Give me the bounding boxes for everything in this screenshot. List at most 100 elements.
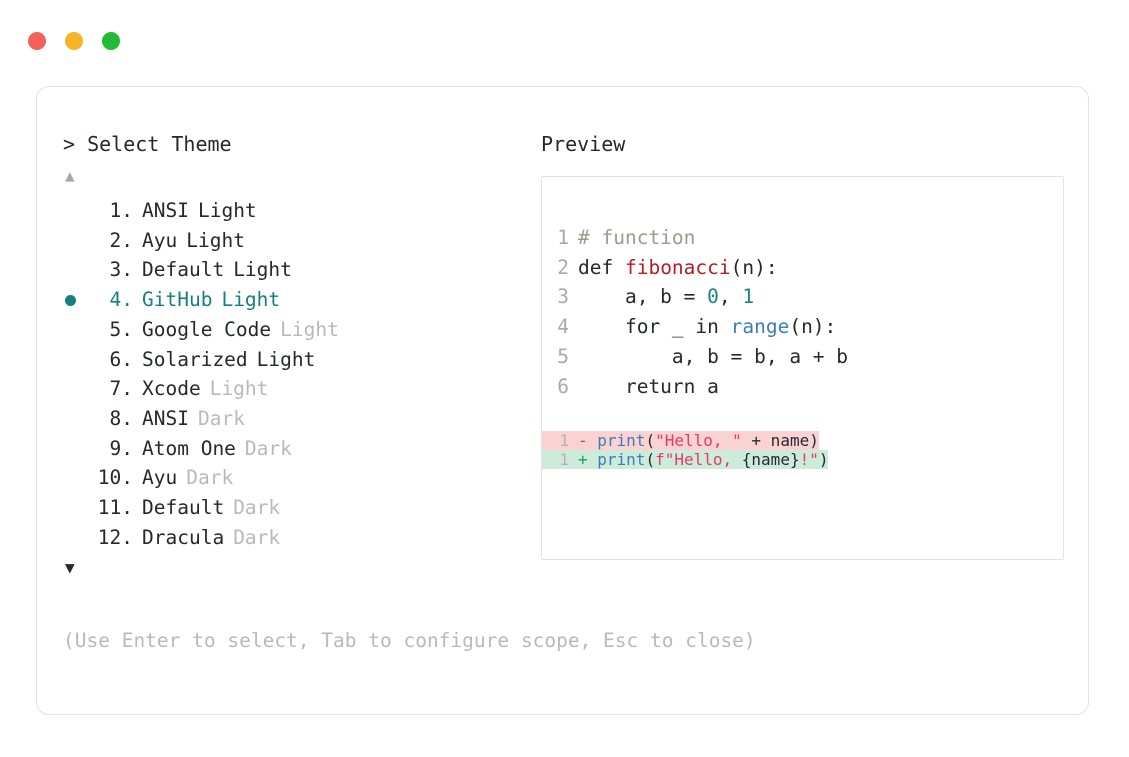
scroll-down-icon[interactable]: ▼ — [65, 558, 75, 578]
code-token: 1 — [742, 285, 755, 309]
theme-item-name: Solarized — [142, 347, 248, 371]
window-traffic-lights — [28, 32, 120, 50]
preview-title: Preview — [541, 132, 626, 156]
code-token: # function — [578, 226, 696, 249]
scroll-up-icon[interactable]: ▲ — [65, 166, 75, 185]
theme-list-item[interactable]: 5. Google Code Light — [63, 315, 533, 345]
line-number: 1 — [559, 430, 569, 450]
diff-sign: - — [578, 430, 598, 450]
code-token: return a — [578, 374, 719, 398]
theme-item-index: 5. — [109, 317, 133, 341]
code-token: ) — [818, 449, 829, 469]
theme-item-variant: Light — [209, 377, 269, 401]
code-line: 6 return a — [542, 372, 1063, 402]
maximize-button[interactable] — [102, 32, 120, 50]
theme-item-index: 9. — [109, 436, 133, 460]
theme-list-item[interactable]: 10. Ayu Dark — [63, 463, 533, 493]
theme-item-name: Google Code — [142, 317, 272, 341]
theme-item-name: Default — [142, 496, 225, 520]
theme-list-item[interactable]: 4. GitHub Light — [63, 285, 533, 315]
theme-list-item[interactable]: 8. ANSI Dark — [63, 404, 533, 434]
code-text: def fibonacci(n): — [578, 253, 778, 283]
theme-item-index: 7. — [109, 377, 133, 401]
select-theme-label: Select Theme — [87, 132, 232, 156]
theme-list-item[interactable]: 7. Xcode Light — [63, 374, 533, 404]
code-text: a, b = 0, 1 — [578, 282, 754, 312]
theme-list-item[interactable]: 1. ANSI Light — [63, 196, 533, 226]
code-spacer — [542, 401, 1063, 431]
theme-item-variant: Light — [221, 288, 281, 312]
theme-item-variant: Dark — [186, 466, 234, 490]
theme-item-variant: Light — [186, 228, 245, 252]
theme-item-variant: Light — [256, 347, 316, 371]
theme-item-index: 10. — [97, 466, 133, 490]
theme-item-index: 1. — [109, 199, 133, 222]
line-number: 6 — [557, 374, 569, 398]
selected-dot-icon — [65, 295, 76, 307]
theme-item-name: ANSI — [142, 199, 189, 222]
theme-item-name: GitHub — [142, 288, 213, 312]
theme-item-index: 11. — [97, 496, 133, 520]
minimize-button[interactable] — [65, 32, 83, 50]
code-line: 4 for _ in range(n): — [542, 312, 1063, 342]
code-token: , — [718, 285, 743, 309]
code-line: 1 # function — [542, 223, 1063, 253]
theme-item-variant: Dark — [244, 436, 292, 460]
theme-item-name: Xcode — [142, 377, 201, 401]
diff-added-line: 1 + print(f"Hello, {name}!") — [542, 449, 829, 469]
code-token: ( — [645, 449, 656, 469]
code-token: 0 — [707, 285, 719, 309]
theme-item-index: 2. — [109, 228, 133, 252]
diff-sign: + — [578, 449, 598, 469]
theme-list-item[interactable]: 11. Default Dark — [63, 493, 533, 523]
line-number: 4 — [557, 315, 569, 339]
code-line: 5 a, b = b, a + b — [542, 342, 1063, 372]
theme-item-variant: Light — [280, 317, 339, 341]
theme-item-index: 3. — [109, 258, 133, 282]
code-token: (n): — [730, 255, 778, 279]
code-text: for _ in range(n): — [578, 312, 836, 342]
theme-item-index: 4. — [109, 288, 133, 312]
theme-item-variant: Light — [197, 199, 257, 222]
line-number: 1 — [559, 449, 569, 469]
code-token: print — [597, 449, 646, 469]
close-button[interactable] — [28, 32, 46, 50]
theme-item-index: 8. — [109, 406, 133, 430]
theme-item-name: Ayu — [142, 466, 178, 490]
code-token: + name — [741, 430, 810, 450]
theme-item-index: 6. — [109, 347, 133, 371]
diff-block: 1- print("Hello, " + name)1 + print(f"Hel… — [542, 430, 829, 469]
code-token: {name} — [741, 449, 800, 469]
code-token: a, b = — [578, 285, 708, 309]
theme-item-name: Atom One — [142, 436, 236, 460]
theme-item-variant: Dark — [233, 496, 281, 520]
theme-list-item[interactable]: 9. Atom One Dark — [63, 434, 533, 464]
code-token: f"Hello, — [655, 449, 742, 469]
code-text: print(f"Hello, {name}!") — [597, 450, 828, 469]
line-number: 1 — [557, 226, 569, 249]
theme-item-name: Dracula — [142, 525, 225, 549]
theme-item-variant: Dark — [197, 406, 245, 430]
line-number: 2 — [557, 255, 569, 279]
code-line: 3 a, b = 0, 1 — [542, 282, 1063, 312]
keyboard-hint: (Use Enter to select, Tab to configure s… — [63, 629, 756, 652]
diff-removed-line: 1- print("Hello, " + name) — [542, 430, 819, 450]
code-token: range — [730, 315, 790, 339]
code-text: return a — [578, 372, 719, 402]
theme-item-name: ANSI — [142, 406, 189, 430]
code-token: ( — [645, 430, 656, 450]
code-text: a, b = b, a + b — [578, 342, 848, 372]
line-number: 3 — [557, 285, 569, 309]
code-token: ) — [809, 430, 819, 450]
theme-list-item[interactable]: 6. Solarized Light — [63, 345, 533, 375]
theme-item-index: 12. — [97, 525, 133, 549]
